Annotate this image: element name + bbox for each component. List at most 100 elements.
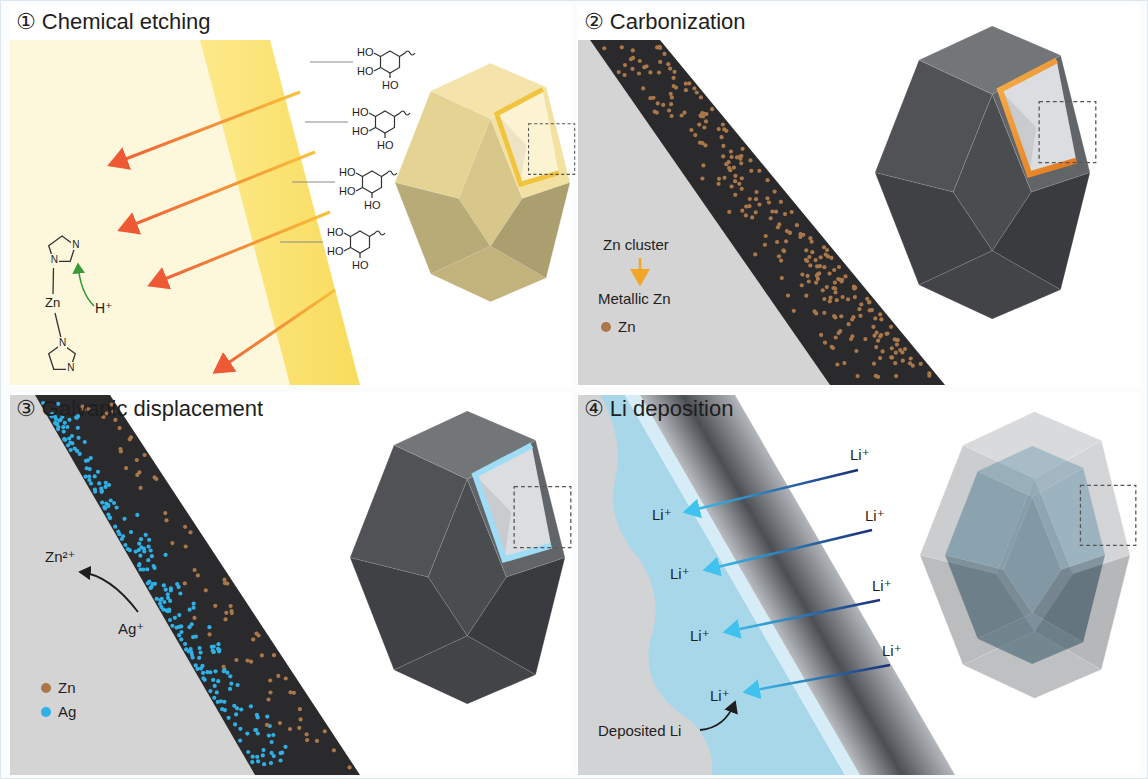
carbon-shell bbox=[35, 395, 360, 775]
zn-dot bbox=[800, 283, 804, 287]
zn-dot bbox=[699, 95, 703, 99]
zn-dot bbox=[831, 286, 835, 290]
zn-dot bbox=[776, 225, 780, 229]
zn-dot bbox=[814, 281, 818, 285]
zn-dot bbox=[824, 253, 828, 257]
ag-dot bbox=[227, 716, 231, 720]
zn-dot bbox=[623, 63, 627, 67]
ag-dot bbox=[261, 753, 265, 757]
zn-dot bbox=[903, 347, 907, 351]
bond bbox=[344, 231, 385, 258]
ag-dot bbox=[261, 748, 265, 752]
ag-dot bbox=[100, 501, 104, 505]
ag-dot bbox=[228, 674, 232, 678]
zn-dot bbox=[315, 739, 319, 743]
zn-dot bbox=[193, 568, 197, 572]
zn-dot bbox=[829, 296, 833, 300]
ion-label: Li⁺ bbox=[850, 446, 870, 463]
formula-group: HO bbox=[377, 139, 394, 152]
zn-dot bbox=[841, 295, 845, 299]
ag-dot bbox=[62, 437, 66, 441]
ag-dot bbox=[78, 452, 82, 456]
ag-dot bbox=[164, 608, 168, 612]
zn-dot bbox=[810, 250, 814, 254]
ag-dot bbox=[199, 651, 203, 655]
zn-dot bbox=[229, 604, 233, 608]
dash-links bbox=[280, 62, 353, 242]
ag-dot bbox=[228, 687, 232, 691]
zn-dot bbox=[348, 765, 352, 769]
zn-dot bbox=[183, 581, 187, 585]
zn-dot bbox=[873, 316, 877, 320]
zn-dot bbox=[901, 359, 905, 363]
bond bbox=[356, 171, 397, 198]
ag-dot bbox=[113, 525, 117, 529]
ag-dot bbox=[115, 505, 119, 509]
zn-dot bbox=[822, 311, 826, 315]
zn-dot bbox=[229, 609, 233, 613]
zn-dot bbox=[638, 59, 642, 63]
zn-dot bbox=[137, 470, 141, 474]
atom-label: N bbox=[50, 254, 59, 266]
carbon-interior bbox=[578, 40, 830, 385]
zn-dot bbox=[223, 617, 227, 621]
ag-dot bbox=[223, 708, 227, 712]
zn-dot bbox=[727, 210, 731, 214]
ag-dot bbox=[170, 624, 174, 628]
ag-dot bbox=[84, 475, 88, 479]
ag-dot bbox=[234, 712, 238, 716]
zn-dot bbox=[670, 95, 674, 99]
panel-ground bbox=[10, 5, 572, 387]
zn-dot bbox=[779, 200, 783, 204]
panel-ground bbox=[578, 5, 1140, 387]
ag-dot bbox=[63, 421, 67, 425]
zn-dot bbox=[781, 248, 785, 252]
ag-dot bbox=[249, 704, 253, 708]
ag-dot bbox=[203, 678, 207, 682]
zn-dot bbox=[857, 307, 861, 311]
ag-dot bbox=[205, 670, 209, 674]
zn-dot bbox=[819, 333, 823, 337]
zn-dot bbox=[837, 265, 841, 269]
ag-dot bbox=[271, 733, 275, 737]
zn-dot bbox=[662, 52, 666, 56]
ag-dot bbox=[270, 751, 274, 755]
ag-dot bbox=[189, 647, 193, 651]
ag-dot bbox=[87, 478, 91, 482]
ion-label: Li⁺ bbox=[872, 577, 892, 594]
zn-dot bbox=[786, 294, 790, 298]
ion-label: Zn²⁺ bbox=[45, 548, 75, 565]
zn-dot bbox=[272, 653, 276, 657]
zn-dot bbox=[859, 302, 863, 306]
ag-dot bbox=[256, 759, 260, 763]
formula-group: HO bbox=[352, 125, 369, 138]
zn-dot bbox=[825, 285, 829, 289]
ag-dot bbox=[238, 739, 242, 743]
zn-dot bbox=[297, 726, 301, 730]
zn-dot bbox=[754, 197, 758, 201]
gallol-rings bbox=[344, 51, 415, 258]
transform-arrow bbox=[639, 258, 642, 284]
zn-dot bbox=[833, 281, 837, 285]
zn-dot bbox=[854, 349, 858, 353]
zn-dot bbox=[656, 101, 660, 105]
ion-label: Li⁺ bbox=[690, 627, 710, 644]
carbon-crystal bbox=[350, 411, 565, 704]
zn-dot bbox=[139, 486, 143, 490]
zn-dot bbox=[184, 544, 188, 548]
zn-dot bbox=[790, 210, 794, 214]
ag-dot bbox=[129, 530, 133, 534]
ag-dot bbox=[89, 456, 93, 460]
ag-dot bbox=[255, 755, 259, 759]
pointer-arrow bbox=[700, 702, 735, 730]
ag-dot bbox=[108, 516, 112, 520]
zn-dot bbox=[268, 678, 272, 682]
panel-title: ② Carbonization bbox=[578, 5, 752, 39]
ag-dot bbox=[177, 613, 181, 617]
zn-dot bbox=[853, 286, 857, 290]
zn-dot bbox=[804, 294, 808, 298]
ag-dot bbox=[61, 425, 65, 429]
zn-dot bbox=[816, 277, 820, 281]
